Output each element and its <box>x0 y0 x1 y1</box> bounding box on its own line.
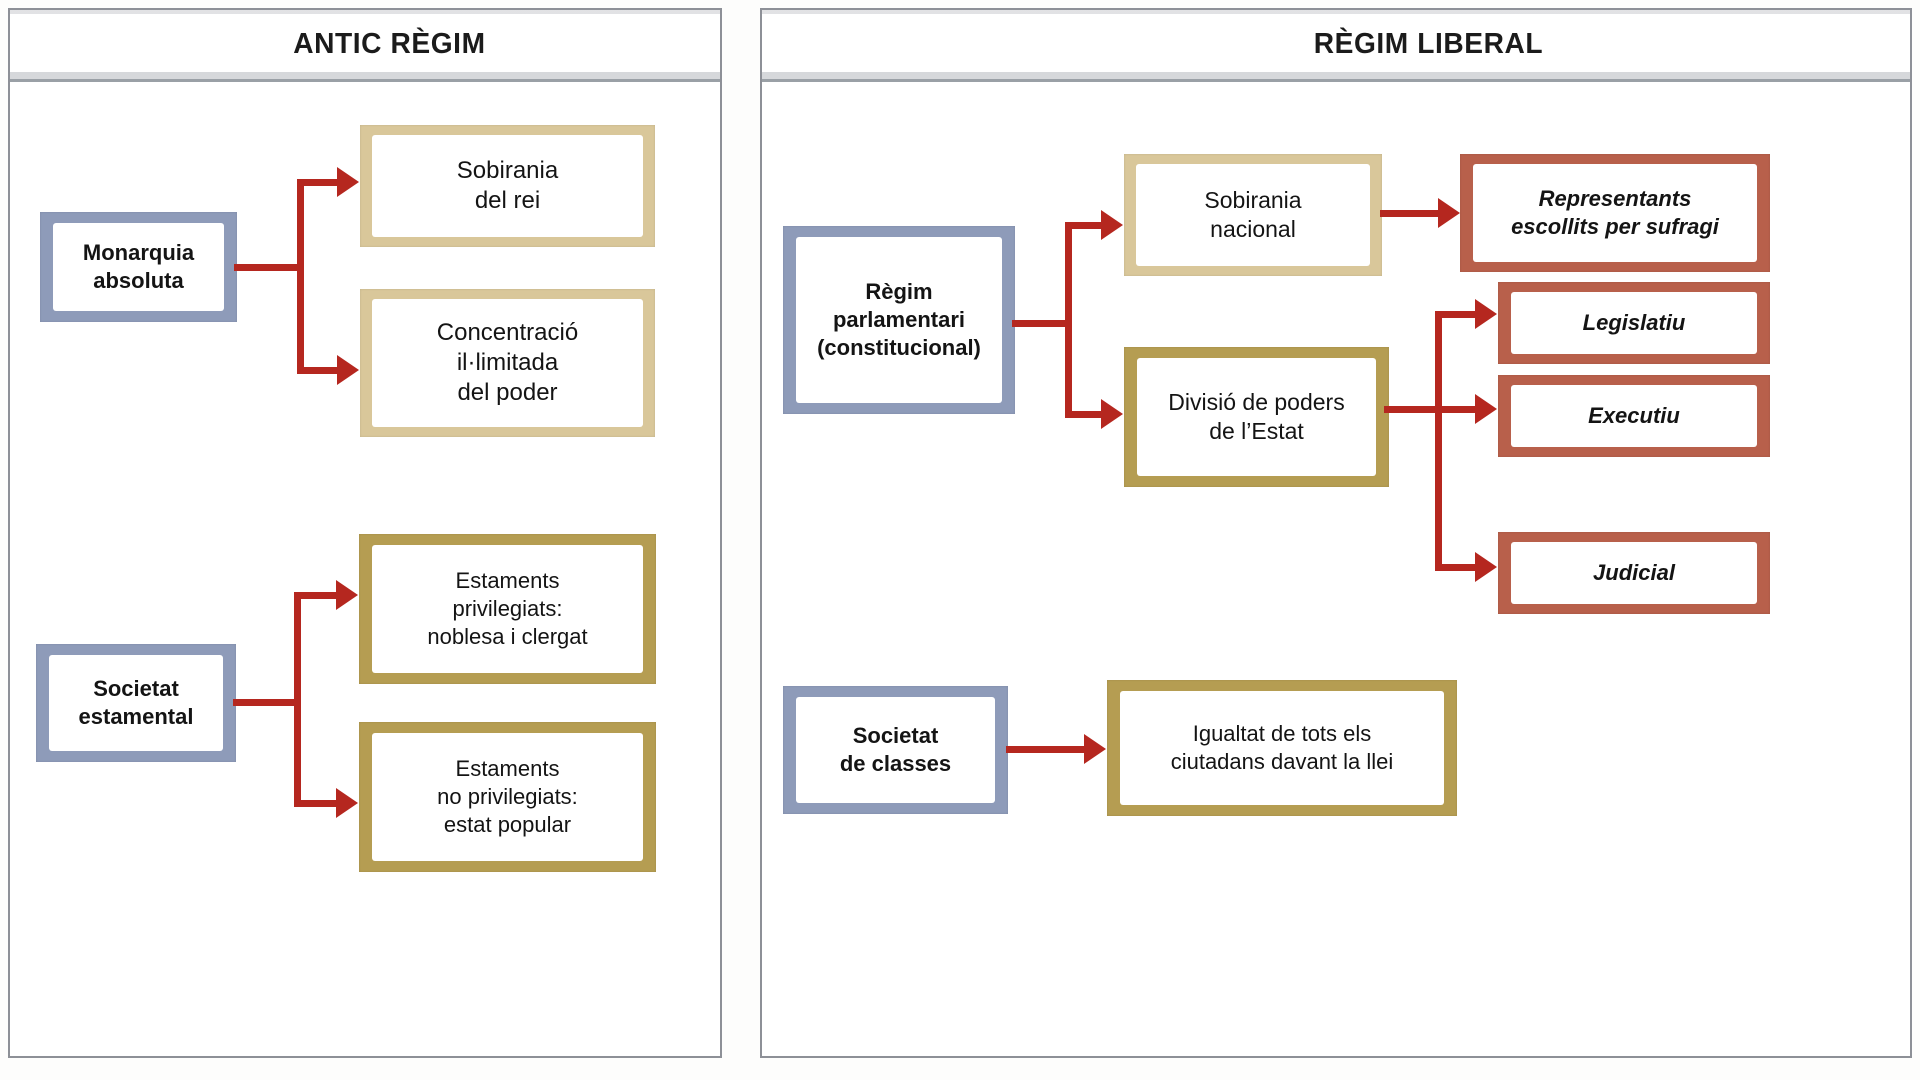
node-representants-sufragi[interactable]: Representants escollits per sufragi <box>1460 154 1770 272</box>
arrowhead-to-no-privilegiats <box>336 788 358 818</box>
node-judicial-label: Judicial <box>1511 542 1757 604</box>
arrowhead-to-executiu <box>1475 394 1497 424</box>
node-executiu-label: Executiu <box>1511 385 1757 447</box>
connector-regim-stem <box>1012 320 1072 327</box>
node-sobirania-nacional[interactable]: Sobirania nacional <box>1124 154 1382 276</box>
node-estaments-no-privilegiats[interactable]: Estaments no privilegiats: estat popular <box>359 722 656 872</box>
node-sobirania-del-rei-label: Sobirania del rei <box>372 135 643 237</box>
node-concentracio-poder-label: Concentració il·limitada del poder <box>372 299 643 427</box>
connector-societat-stem <box>233 699 301 706</box>
arrowhead-to-judicial <box>1475 552 1497 582</box>
node-monarquia-absoluta[interactable]: Monarquia absoluta <box>40 212 237 322</box>
connector-sobirania-representants <box>1380 210 1442 217</box>
node-regim-parlamentari-label: Règim parlamentari (constitucional) <box>796 237 1002 403</box>
arrowhead-to-representants <box>1438 198 1460 228</box>
panel-left-header: ANTIC RÈGIM <box>10 10 720 82</box>
node-igualtat-ciutadans[interactable]: Igualtat de tots els ciutadans davant la… <box>1107 680 1457 816</box>
node-monarquia-absoluta-label: Monarquia absoluta <box>53 223 224 311</box>
connector-monarquia-stem <box>234 264 304 271</box>
node-sobirania-del-rei[interactable]: Sobirania del rei <box>360 125 655 247</box>
node-divisio-poders-label: Divisió de poders de l’Estat <box>1137 358 1376 476</box>
connector-societat-bottom <box>294 800 338 807</box>
arrowhead-to-sobirania-nacional <box>1101 210 1123 240</box>
node-societat-de-classes[interactable]: Societat de classes <box>783 686 1008 814</box>
connector-divisio-legislatiu <box>1435 311 1477 318</box>
node-societat-estamental[interactable]: Societat estamental <box>36 644 236 762</box>
node-societat-estamental-label: Societat estamental <box>49 655 223 751</box>
connector-monarquia-top <box>297 179 339 186</box>
arrowhead-to-igualtat <box>1084 734 1106 764</box>
connector-regim-bottom <box>1065 411 1103 418</box>
connector-societat-spine <box>294 592 301 807</box>
panel-right-body: Règim parlamentari (constitucional) Sobi… <box>762 82 1910 1056</box>
connector-societat-igualtat <box>1006 746 1088 753</box>
node-divisio-poders[interactable]: Divisió de poders de l’Estat <box>1124 347 1389 487</box>
connector-societat-top <box>294 592 338 599</box>
arrowhead-to-divisio-poders <box>1101 399 1123 429</box>
connector-regim-spine <box>1065 222 1072 418</box>
node-executiu[interactable]: Executiu <box>1498 375 1770 457</box>
node-legislatiu[interactable]: Legislatiu <box>1498 282 1770 364</box>
panel-right-header: RÈGIM LIBERAL <box>762 10 1910 82</box>
arrowhead-to-sobirania-rei <box>337 167 359 197</box>
connector-divisio-executiu <box>1435 406 1477 413</box>
node-concentracio-poder[interactable]: Concentració il·limitada del poder <box>360 289 655 437</box>
connector-regim-top <box>1065 222 1103 229</box>
connector-divisio-stem <box>1384 406 1442 413</box>
node-estaments-privilegiats-label: Estaments privilegiats: noblesa i clerga… <box>372 545 643 673</box>
connector-monarquia-bottom <box>297 367 339 374</box>
node-societat-de-classes-label: Societat de classes <box>796 697 995 803</box>
node-regim-parlamentari[interactable]: Règim parlamentari (constitucional) <box>783 226 1015 414</box>
node-igualtat-ciutadans-label: Igualtat de tots els ciutadans davant la… <box>1120 691 1444 805</box>
node-sobirania-nacional-label: Sobirania nacional <box>1136 164 1370 266</box>
node-judicial[interactable]: Judicial <box>1498 532 1770 614</box>
panel-left-title: ANTIC RÈGIM <box>293 28 486 60</box>
panel-regim-liberal: RÈGIM LIBERAL Règim parlamentari (consti… <box>760 8 1912 1058</box>
arrowhead-to-concentracio <box>337 355 359 385</box>
node-representants-sufragi-label: Representants escollits per sufragi <box>1473 164 1757 262</box>
panel-right-title: RÈGIM LIBERAL <box>1313 28 1543 60</box>
node-legislatiu-label: Legislatiu <box>1511 292 1757 354</box>
node-estaments-privilegiats[interactable]: Estaments privilegiats: noblesa i clerga… <box>359 534 656 684</box>
connector-divisio-spine <box>1435 311 1442 571</box>
connector-monarquia-spine <box>297 179 304 374</box>
panel-antic-regim: ANTIC RÈGIM Monarquia absoluta <box>8 8 722 1058</box>
node-estaments-no-privilegiats-label: Estaments no privilegiats: estat popular <box>372 733 643 861</box>
panel-left-body: Monarquia absoluta Sobirania del rei <box>10 82 720 1056</box>
arrowhead-to-privilegiats <box>336 580 358 610</box>
arrowhead-to-legislatiu <box>1475 299 1497 329</box>
connector-divisio-judicial <box>1435 564 1477 571</box>
